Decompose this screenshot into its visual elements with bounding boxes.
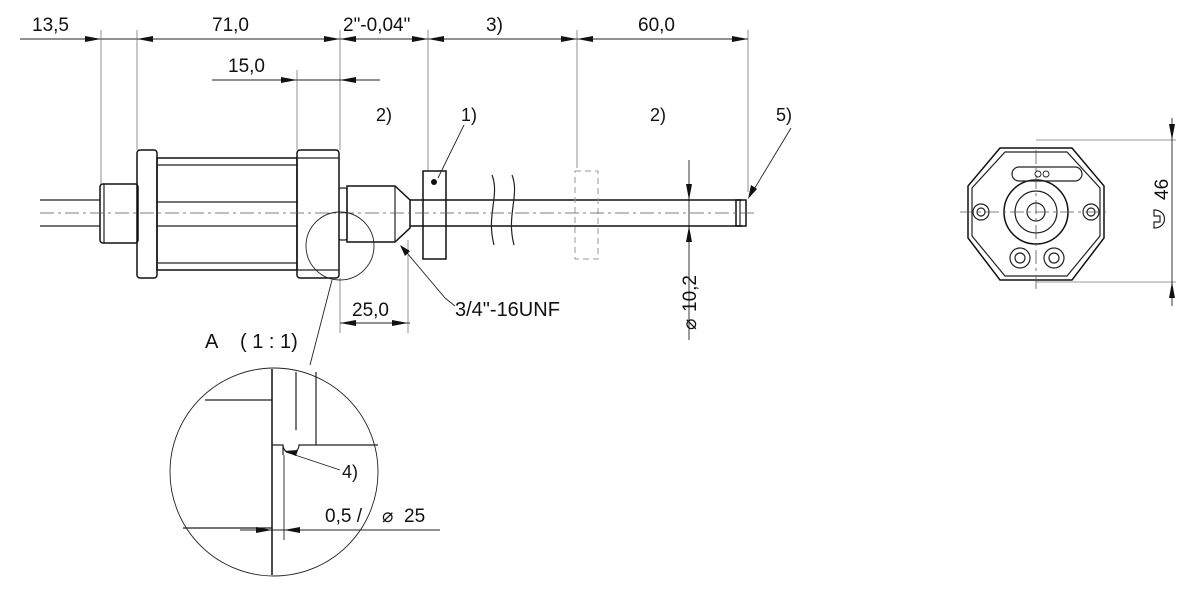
dim-25: 25: [404, 506, 425, 527]
top-dimension-chain: [20, 30, 749, 192]
dim-diameter-10-2: [680, 160, 740, 340]
position-magnet: [422, 170, 447, 260]
dim-46: 46: [1152, 179, 1173, 200]
detail-label: A: [205, 331, 219, 353]
dim-15-0: 15,0: [228, 56, 265, 77]
thread-spec: 3/4"-16UNF: [455, 299, 560, 321]
detail-scale: ( 1 : 1): [240, 331, 298, 353]
leader-lines: [400, 124, 792, 307]
dim-0-5: 0,5 /: [325, 506, 363, 527]
dim-diameter-10-2-label: ⌀ 10,2: [680, 275, 701, 330]
sensor-side-view: [40, 149, 758, 366]
dim-13-5: 13,5: [32, 15, 69, 36]
dim-2-inch: 2"-0,04": [343, 15, 410, 36]
wrench-flat-icon: [1153, 209, 1166, 229]
diameter-symbol-2: ⌀: [382, 506, 393, 527]
dim-46-label: 46: [1152, 179, 1173, 200]
note-2b: 2): [650, 105, 666, 125]
note-4: 4): [342, 462, 358, 482]
dim-25-0: 25,0: [352, 300, 389, 321]
dim-71-0: 71,0: [212, 15, 249, 36]
dim-10-2: 10,2: [680, 275, 701, 312]
detail-a-marker-circle: [305, 211, 375, 281]
dim-60-0: 60,0: [638, 15, 675, 36]
magnet-marker-dot: [431, 179, 437, 185]
dim-25-line: [339, 240, 410, 333]
note-5: 5): [776, 105, 792, 125]
dim-stroke-ref: 3): [486, 15, 503, 36]
note-2a: 2): [376, 105, 392, 125]
detail-a-view: [169, 367, 440, 577]
sensor-front-view: [960, 118, 1176, 306]
note-1: 1): [461, 105, 477, 125]
dim-15-line: [212, 70, 380, 150]
diameter-symbol-1: ⌀: [680, 319, 701, 330]
